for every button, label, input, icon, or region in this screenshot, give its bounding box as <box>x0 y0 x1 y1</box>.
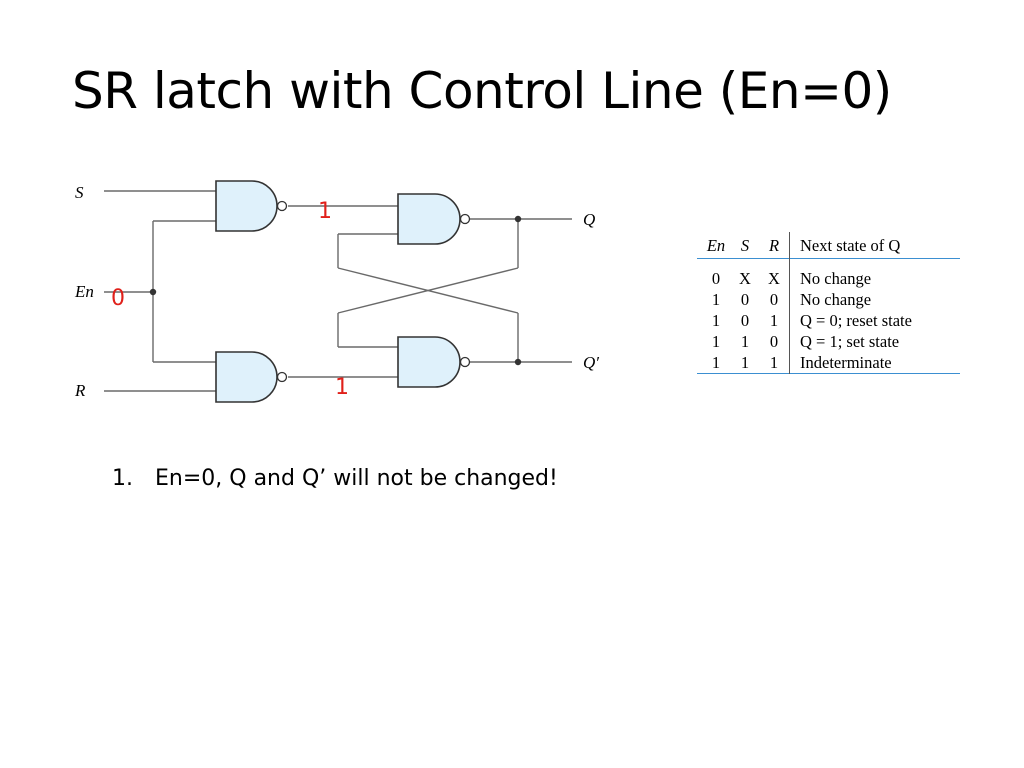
cell-s: 0 <box>740 290 750 309</box>
input-label-r: R <box>74 381 86 400</box>
list-item: 1. En=0, Q and Q’ will not be changed! <box>112 466 558 491</box>
header-s: S <box>740 235 750 255</box>
note-number: 1. <box>112 466 133 491</box>
input-label-en: En <box>74 282 94 301</box>
junction-q-bar <box>514 358 522 366</box>
table-row: 1 0 1 Q = 0; reset state <box>697 310 960 331</box>
cell-s: 1 <box>740 353 750 372</box>
nand-gate-q-bar <box>397 336 471 388</box>
input-label-s: S <box>75 183 84 202</box>
nand-gate-q <box>397 193 471 245</box>
cell-next-state: Q = 0; reset state <box>789 310 960 331</box>
sr-latch-circuit: S En R <box>74 180 599 403</box>
cell-en: 1 <box>711 332 721 351</box>
cell-en: 1 <box>711 311 721 330</box>
nand-gate-r <box>215 351 288 403</box>
table-row: 1 1 0 Q = 1; set state <box>697 331 960 352</box>
en-value-annotation: 0 <box>111 286 125 311</box>
cell-next-state: No change <box>789 289 960 310</box>
header-next-state: Next state of Q <box>789 232 960 259</box>
table-row: 1 0 0 No change <box>697 289 960 310</box>
cell-r: X <box>768 269 780 288</box>
slide-title: SR latch with Control Line (En=0) <box>72 62 892 120</box>
note-text: En=0, Q and Q’ will not be changed! <box>155 466 558 491</box>
cell-s: 1 <box>740 332 750 351</box>
cell-next-state: Indeterminate <box>789 352 960 374</box>
bottom-gate-value-annotation: 1 <box>335 375 349 400</box>
nand-gate-s <box>215 180 288 232</box>
junction-q <box>514 215 522 223</box>
table-row: 1 1 1 Indeterminate <box>697 352 960 374</box>
cell-s: 0 <box>740 311 750 330</box>
truth-table-header-row: En S R Next state of Q <box>697 232 960 259</box>
notes-list: 1. En=0, Q and Q’ will not be changed! <box>112 466 558 491</box>
cell-r: 1 <box>769 353 779 372</box>
junction-en <box>149 288 157 296</box>
cell-next-state: Q = 1; set state <box>789 331 960 352</box>
top-gate-value-annotation: 1 <box>318 199 332 224</box>
cell-r: 0 <box>769 332 779 351</box>
output-label-q: Q <box>583 210 595 229</box>
wires <box>104 190 572 392</box>
cell-r: 0 <box>769 290 779 309</box>
cell-r: 1 <box>769 311 779 330</box>
table-row: 0 X X No change <box>697 258 960 289</box>
cell-next-state: No change <box>789 258 960 289</box>
header-r: R <box>768 235 780 255</box>
cell-en: 1 <box>711 290 721 309</box>
truth-table: En S R Next state of Q 0 X X No change 1… <box>697 232 960 374</box>
cell-en: 0 <box>711 269 721 288</box>
header-en: En <box>706 235 726 255</box>
cell-s: X <box>739 269 751 288</box>
cell-en: 1 <box>711 353 721 372</box>
output-label-q-bar: Q′ <box>583 353 599 372</box>
